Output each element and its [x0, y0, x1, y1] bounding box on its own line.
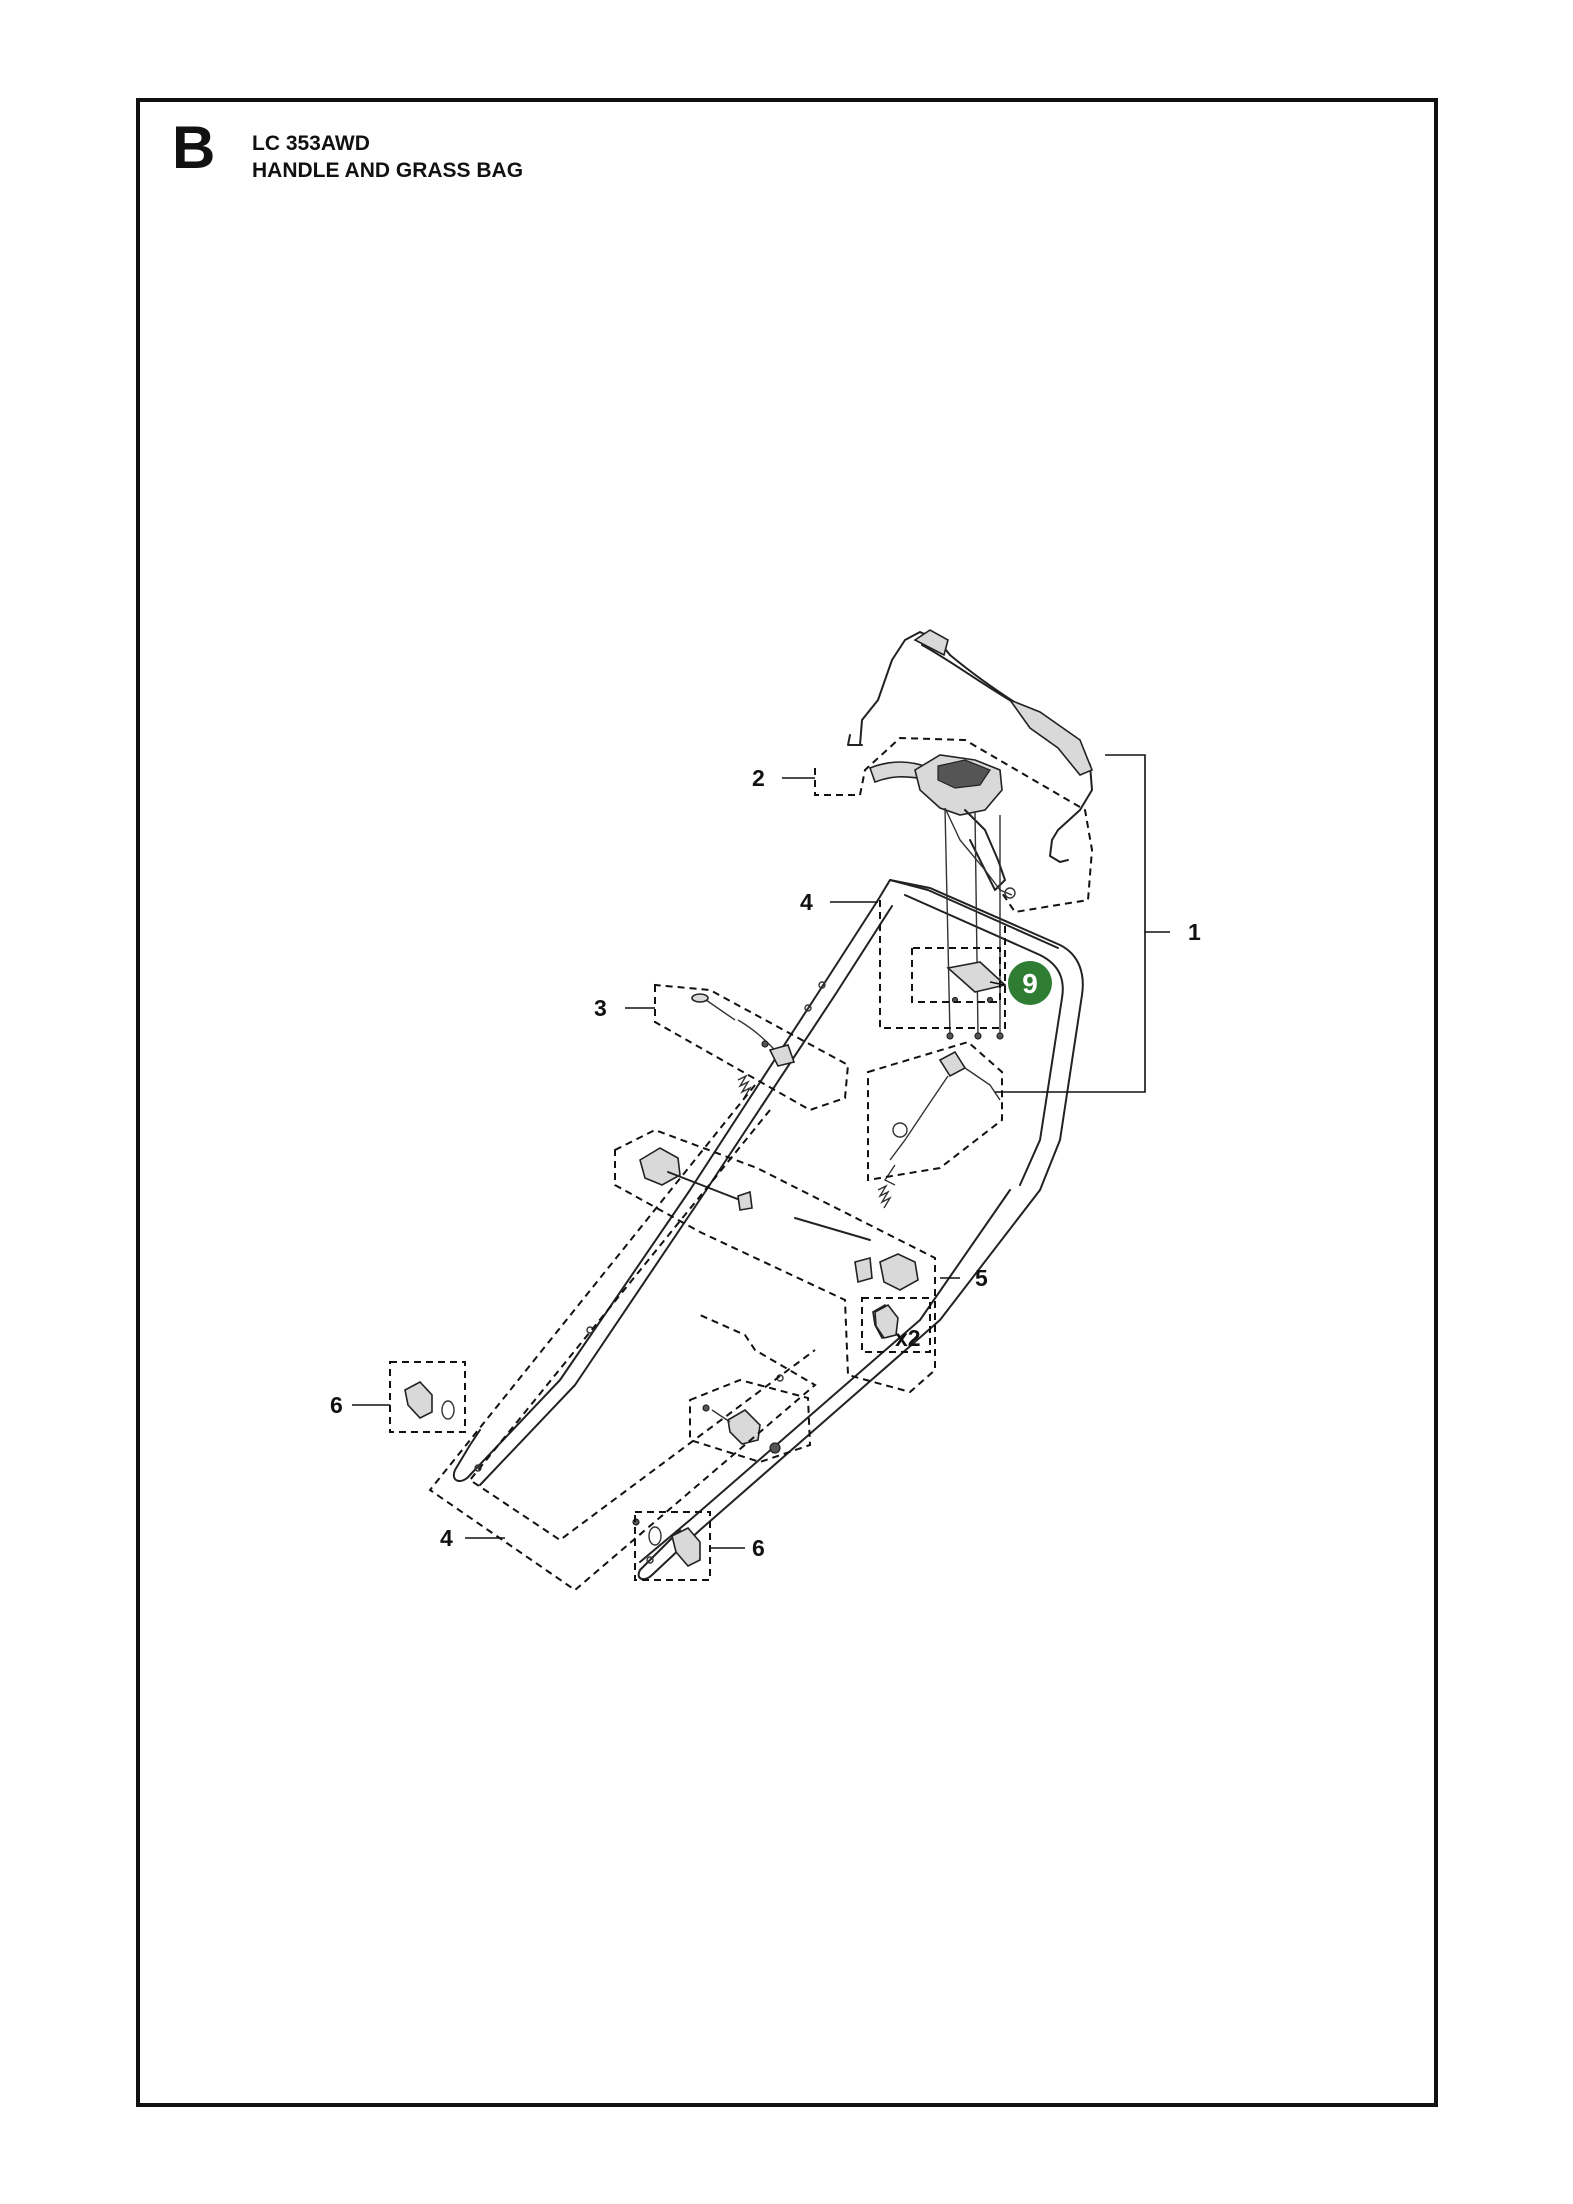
spring-lower [877, 1184, 892, 1209]
callout-6-right: 6 [752, 1535, 765, 1561]
highlight-badge-circle [1008, 961, 1052, 1005]
highlight-badge-9: 9 [1008, 961, 1052, 1005]
group-clamp-outline [689, 1378, 812, 1464]
group-4-inner-outline [468, 1109, 816, 1542]
cables [944, 807, 1004, 1040]
spring-upper [737, 1074, 752, 1099]
group-3-outline [654, 983, 850, 1112]
page-header: LC 353AWD HANDLE AND GRASS BAG [252, 130, 523, 184]
callout-4-upper: 4 [800, 889, 813, 915]
control-box [868, 754, 1016, 899]
group-9-inner-outline [911, 947, 1001, 1003]
bottom-clamp-group [702, 1404, 781, 1454]
highlight-badge-label: 9 [1022, 968, 1038, 999]
callout-2: 2 [752, 765, 765, 791]
x2-knob [874, 1303, 899, 1339]
group-2-outline [814, 736, 1094, 914]
callout-4-lower: 4 [440, 1525, 453, 1551]
group-6-left-outline [389, 1361, 466, 1433]
cable-spring-group [883, 1050, 1001, 1186]
part-9-plate [946, 961, 1007, 1004]
left-knob-6 [404, 1381, 455, 1420]
lower-handle-frame [452, 879, 1084, 1581]
leader-lines [352, 754, 1170, 1549]
group-outlines [389, 736, 1094, 1592]
callout-3: 3 [594, 995, 607, 1021]
callout-6-left: 6 [330, 1392, 343, 1418]
group-5-outline [614, 1128, 936, 1394]
callout-5: 5 [975, 1265, 988, 1291]
page-title: HANDLE AND GRASS BAG [252, 159, 524, 182]
model-name: LC 353AWD [252, 132, 370, 155]
group-4-lower-outline [428, 1084, 817, 1592]
group-3-parts [691, 993, 796, 1067]
group-6-right-outline [634, 1511, 711, 1581]
group-9-outline [879, 900, 1006, 1029]
upper-handle-bar [847, 629, 1094, 863]
right-knob-6 [632, 1518, 701, 1567]
page-frame [136, 98, 1438, 2107]
section-letter: B [172, 114, 216, 181]
group-x2-outline [861, 1297, 931, 1353]
callout-x2: x2 [895, 1325, 921, 1351]
knob-right [794, 1217, 919, 1291]
callout-1: 1 [1188, 919, 1201, 945]
group-cable-outline [867, 1040, 1003, 1182]
knob-left [639, 1147, 753, 1211]
